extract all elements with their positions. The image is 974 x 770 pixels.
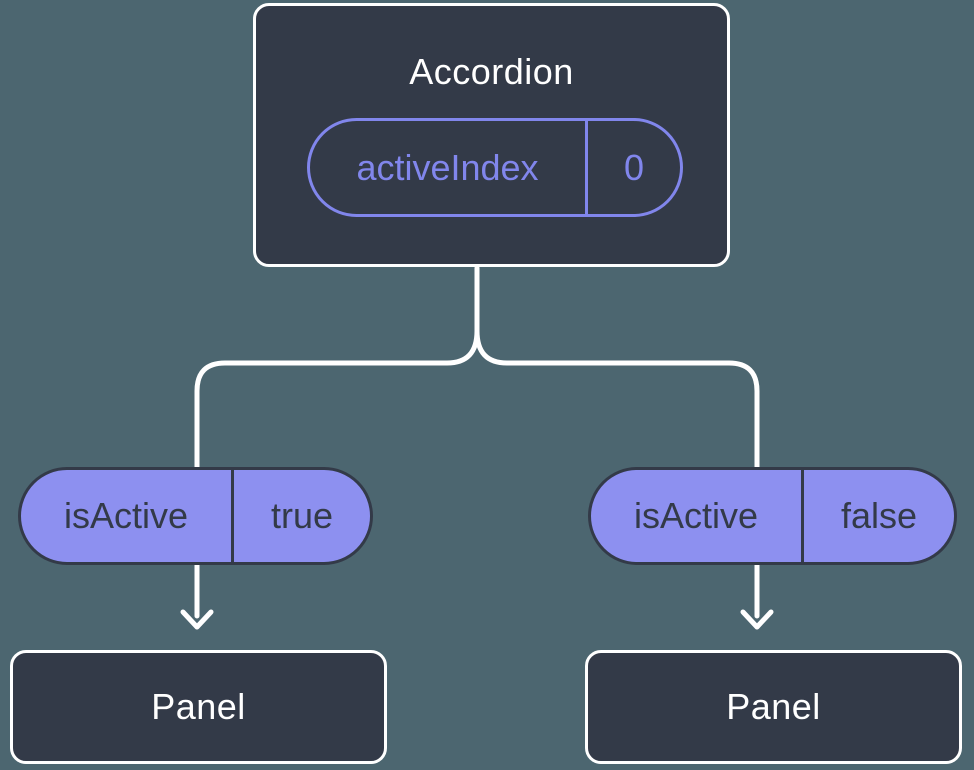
state-pill-label: activeIndex	[310, 121, 588, 214]
prop-pill-is-active-true: isActive true	[18, 467, 373, 565]
prop-pill-label: isActive	[21, 470, 234, 562]
accordion-node: Accordion activeIndex 0	[253, 3, 730, 267]
prop-pill-label: isActive	[591, 470, 804, 562]
connector-right-branch	[474, 328, 760, 619]
state-pill-active-index: activeIndex 0	[307, 118, 683, 217]
panel-node-left: Panel	[10, 650, 387, 764]
prop-pill-value: true	[270, 495, 334, 536]
prop-pill-is-active-false: isActive false	[588, 467, 957, 565]
state-pill-value: 0	[623, 146, 645, 188]
prop-pill-value: false	[840, 495, 918, 536]
panel-node-title: Panel	[726, 686, 821, 727]
panel-node-title: Panel	[151, 686, 246, 727]
panel-node-right: Panel	[585, 650, 962, 764]
down-arrow-icon	[740, 609, 774, 630]
connector-left-branch	[194, 328, 480, 619]
down-arrow-icon	[180, 609, 214, 630]
accordion-node-title: Accordion	[409, 51, 574, 92]
